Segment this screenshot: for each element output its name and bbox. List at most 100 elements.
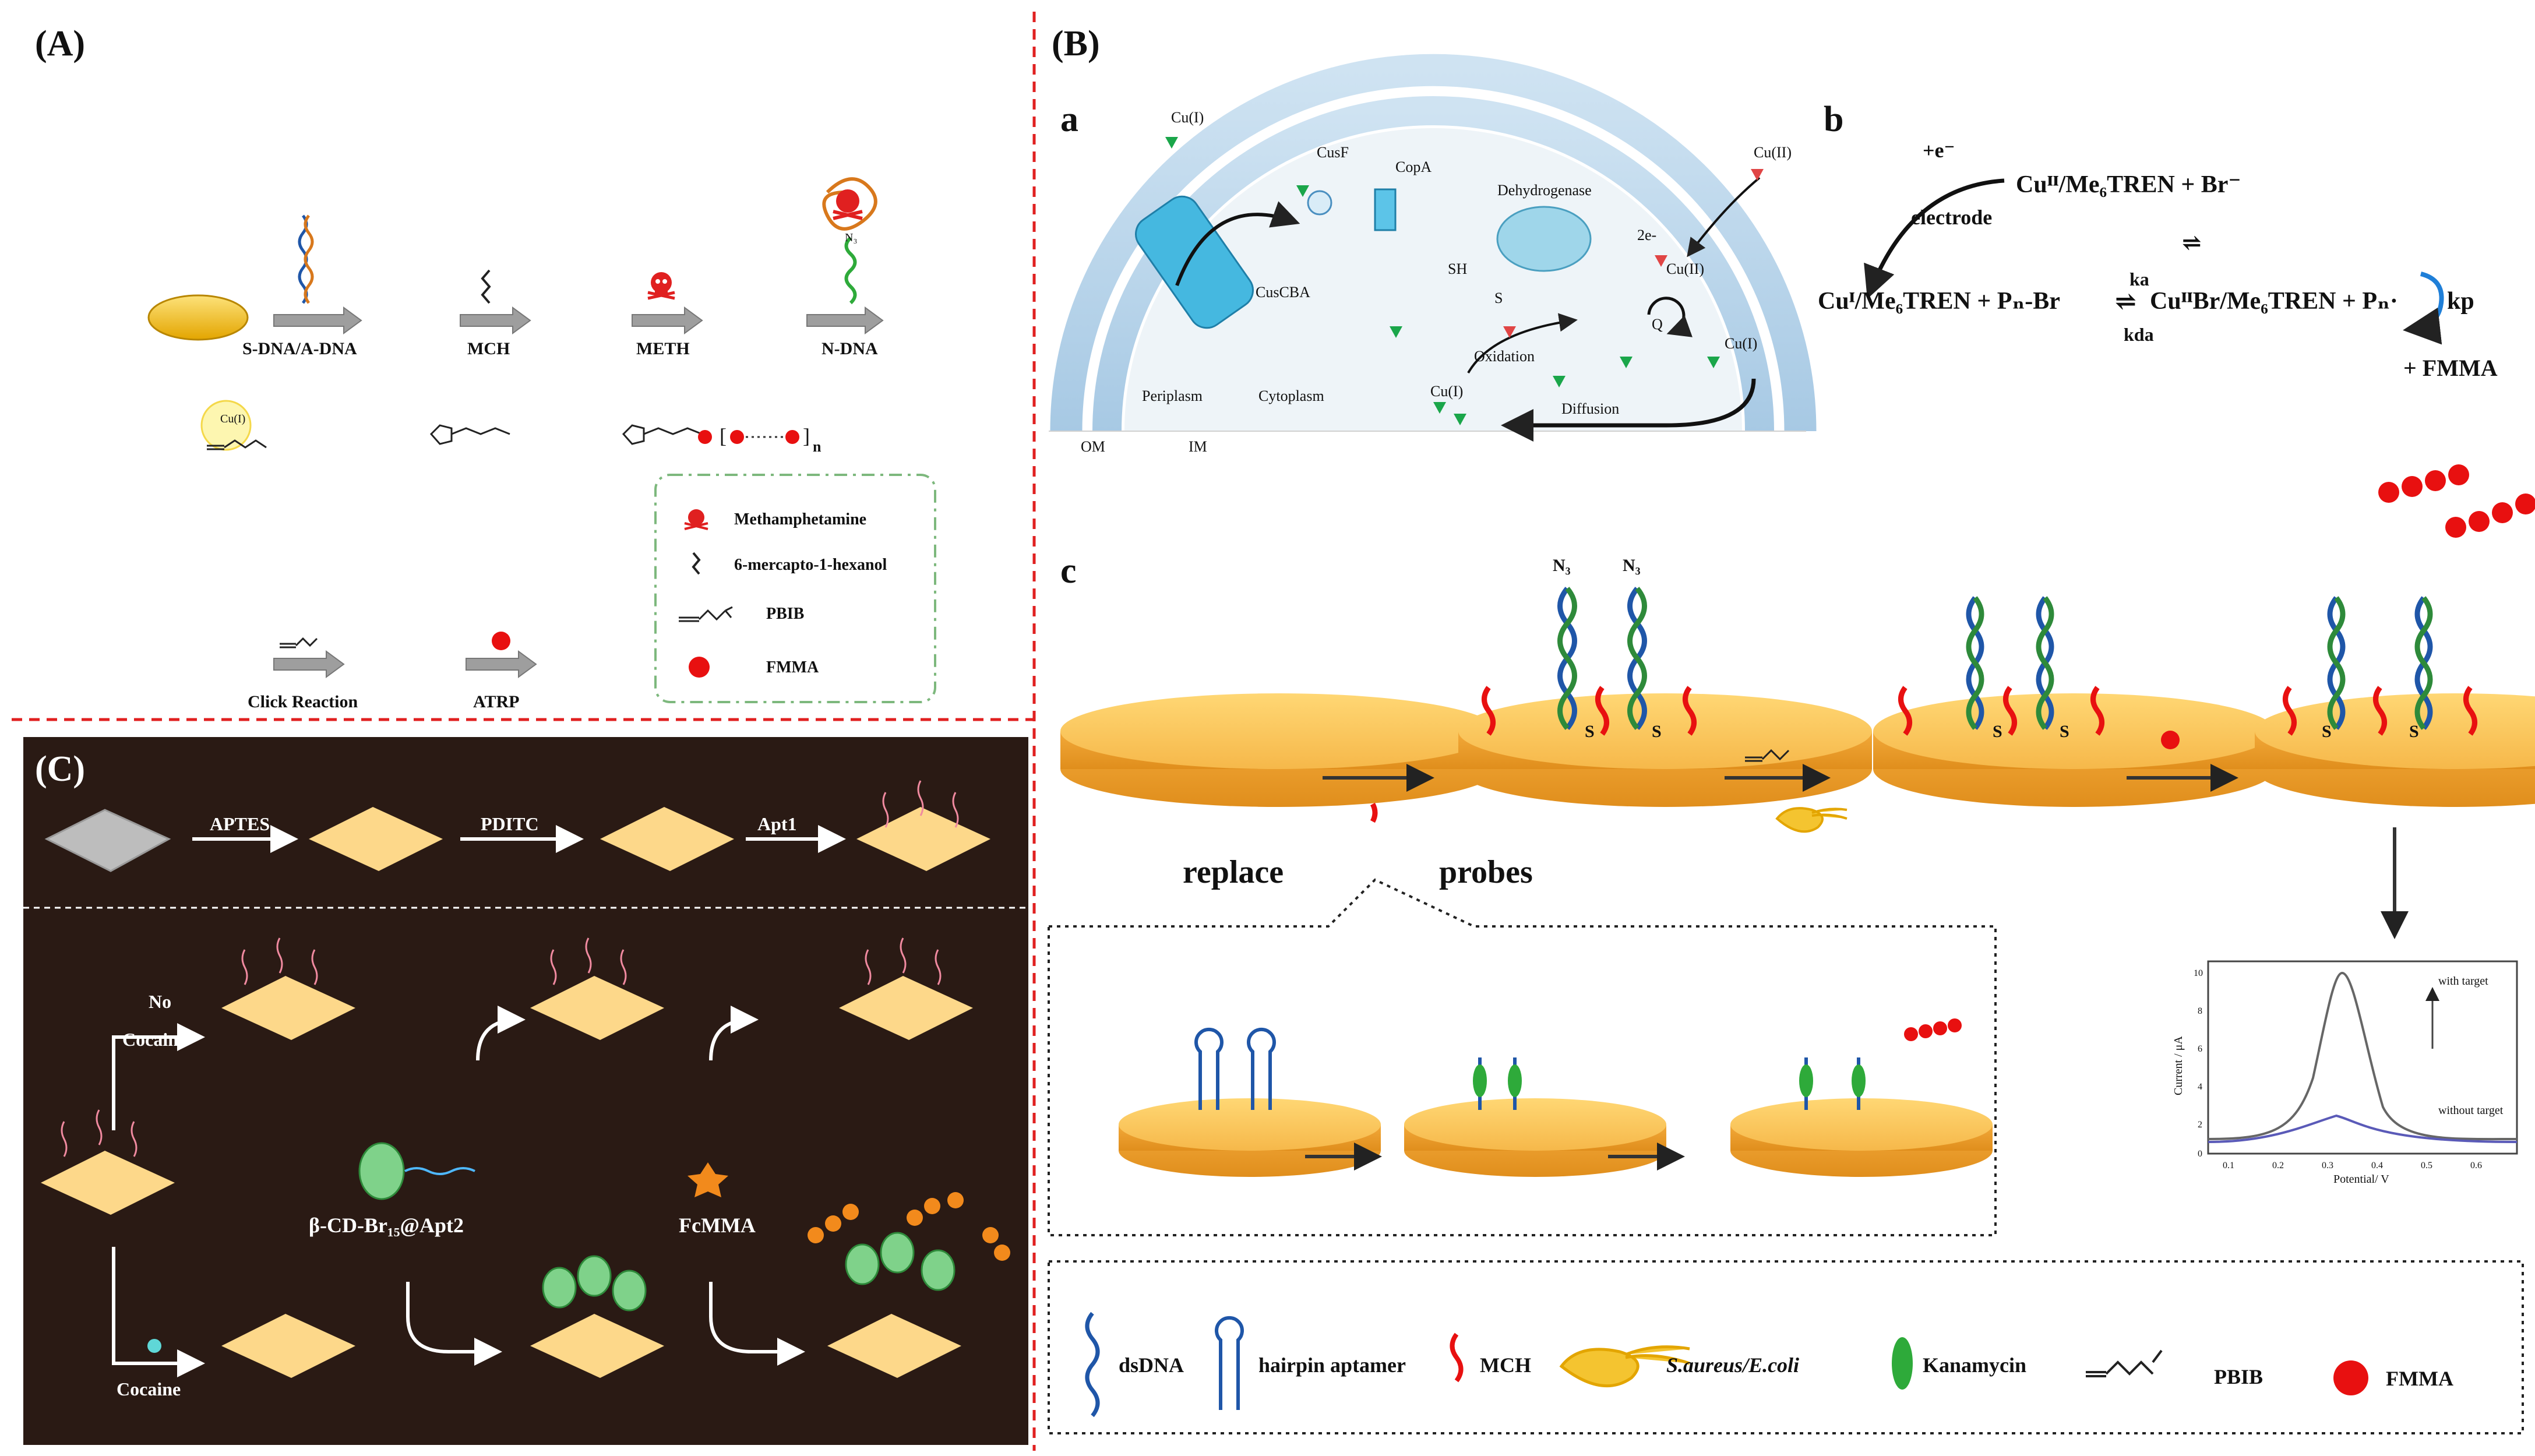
legend-a-fmma-dot [689, 657, 710, 678]
legend-c-pbib-icon [2086, 1349, 2163, 1377]
b-a-text-15: Periplasm [1142, 387, 1203, 404]
c-step-pditc: PDITC [481, 813, 539, 834]
legend-a-mch: 6-mercapto-1-hexanol [734, 556, 887, 574]
legend-a-pbib: PBIB [766, 605, 804, 623]
b-a-text-1: CusF [1317, 144, 1349, 161]
legend-a-fmma: FMMA [766, 658, 819, 676]
b-a-text-14: Diffusion [1561, 400, 1619, 417]
legend-c-mch-icon [1450, 1332, 1464, 1383]
legend-c-kanamycin-icon [1892, 1337, 1913, 1390]
b-a-text-0: Cu(I) [1171, 109, 1204, 126]
cu-label-a: Cu(I) [220, 413, 245, 425]
panel-b: (B) a b c [1048, 24, 2535, 1434]
cuscba-transporter [1135, 195, 1300, 329]
disk-pbib [1873, 693, 2275, 807]
fcmma-clusters [808, 1192, 1010, 1261]
legend-c-fmma: FMMA [2386, 1367, 2453, 1390]
svg-text:10: 10 [2194, 968, 2203, 978]
bacteria-icon [1775, 807, 1848, 833]
pbib-reagent-c [1745, 749, 1790, 762]
c-probes: probes [1439, 854, 1533, 890]
legend-a-pbib-glyph [679, 606, 733, 622]
workflow-arrows-c [1305, 764, 2409, 1171]
svg-text:4: 4 [2198, 1082, 2202, 1092]
beta-cd-icon [358, 1142, 475, 1200]
pink-aptamers [61, 780, 959, 1157]
fmma-monomer [492, 632, 510, 650]
svg-text:⇌: ⇌ [2115, 287, 2136, 316]
dehydrogenase-protein [1496, 206, 1592, 272]
b-left-eq: Cuᴵ/Me₆TREN + Pₙ-Br [1818, 288, 2060, 315]
svg-text:⇌: ⇌ [2182, 230, 2202, 256]
legend-box-c [1048, 1260, 2524, 1434]
panel-b-a-texts: Cu(I) CusF CopA Dehydrogenase Cu(II) SH … [1081, 109, 1792, 455]
substrate-row3-1 [221, 1314, 355, 1378]
kanamycin-markers [1473, 1064, 1866, 1097]
c-replace: replace [1183, 854, 1284, 890]
c-s-5: S [2322, 722, 2332, 741]
c-step-aptes: APTES [210, 813, 270, 834]
triazole-chain-2 [622, 424, 703, 445]
legend-c-bacteria-icon [1559, 1345, 1690, 1388]
b-electrode: electrode [1911, 206, 1992, 229]
substrate-row3-3 [827, 1314, 961, 1378]
c-s-2: S [1652, 722, 1662, 741]
b-a-text-2: CopA [1395, 158, 1432, 175]
skull-icon [647, 272, 675, 300]
pbib-azide-chain [207, 439, 267, 450]
svg-text:[: [ [720, 424, 727, 447]
step-label-sdna: S-DNA/A-DNA [242, 339, 357, 358]
c-s-4: S [2060, 722, 2069, 741]
b-fmma: + FMMA [2403, 355, 2498, 381]
b-a-text-4: Cu(II) [1754, 144, 1792, 161]
panel-b-label: (B) [1052, 24, 1100, 64]
legend-c-bacteria: S.aureus/E.coli [1666, 1353, 1799, 1377]
cu2-entry-arrow [1687, 177, 1761, 258]
b-a-text-5: SH [1448, 260, 1467, 277]
b-a-text-10: CusCBA [1256, 284, 1310, 301]
cd-cylinders [542, 1232, 956, 1312]
legend-a-skull [684, 509, 708, 530]
c-step-apt1: Apt1 [757, 813, 797, 834]
substrate-aptes [309, 807, 443, 871]
pbib-reagent [280, 637, 318, 648]
copper-ions [1165, 137, 1764, 425]
mch-squiggle [481, 269, 491, 304]
inset-box-c [1048, 878, 1997, 1236]
b-right-eq: CuᴵᴵBr/Me₆TREN + Pₙ· [2150, 288, 2398, 315]
step-label-ndna: N-DNA [822, 339, 878, 358]
disk-probe [1458, 693, 1872, 807]
legend-c-kanamycin: Kanamycin [1923, 1353, 2026, 1377]
legend-c-hairpin: hairpin aptamer [1258, 1353, 1406, 1377]
step-label-mch: MCH [467, 339, 510, 358]
b-a-text-3: Dehydrogenase [1497, 182, 1592, 199]
svg-text:6: 6 [2198, 1044, 2202, 1054]
svg-text:2: 2 [2198, 1120, 2202, 1130]
svg-text:8: 8 [2198, 1006, 2202, 1016]
dsdna-helices-c [1557, 587, 2433, 730]
hairpin-aptamers [1194, 1027, 1860, 1110]
svg-text:0.3: 0.3 [2322, 1161, 2333, 1171]
c-no: No [149, 991, 171, 1012]
b-ka: ka [2129, 269, 2149, 290]
svg-text:0.5: 0.5 [2421, 1161, 2432, 1171]
b-a-text-8: S [1494, 290, 1503, 306]
legend-c-hairpin-icon [1215, 1316, 1244, 1410]
panel-b-a-label: a [1060, 100, 1078, 139]
panel-c: (C) APTES PDITC Apt1 [23, 737, 1028, 1445]
panel-c-label: (C) [35, 749, 85, 789]
panel-b-b-label: b [1824, 100, 1843, 139]
b-a-text-11: Oxidation [1474, 348, 1535, 365]
kp-loop-arrow [2403, 272, 2444, 345]
panel-a-label: (A) [35, 24, 85, 64]
dpv-xticks: 0.1 0.2 0.3 0.4 0.5 0.6 [2223, 1161, 2482, 1171]
b-e-label: +e⁻ [1923, 139, 1955, 162]
b-a-text-13: Cu(I) [1725, 335, 1757, 352]
c-n3-1: N₃ [1553, 556, 1571, 575]
svg-text:0: 0 [2198, 1149, 2202, 1159]
c-cocaine-bottom: Cocaine [117, 1379, 181, 1399]
legend-c-dsdna-icon [1085, 1312, 1100, 1418]
electrode-disks-c [1060, 693, 2535, 1177]
dpv-yticks: 0 2 4 6 8 10 [2194, 968, 2203, 1159]
